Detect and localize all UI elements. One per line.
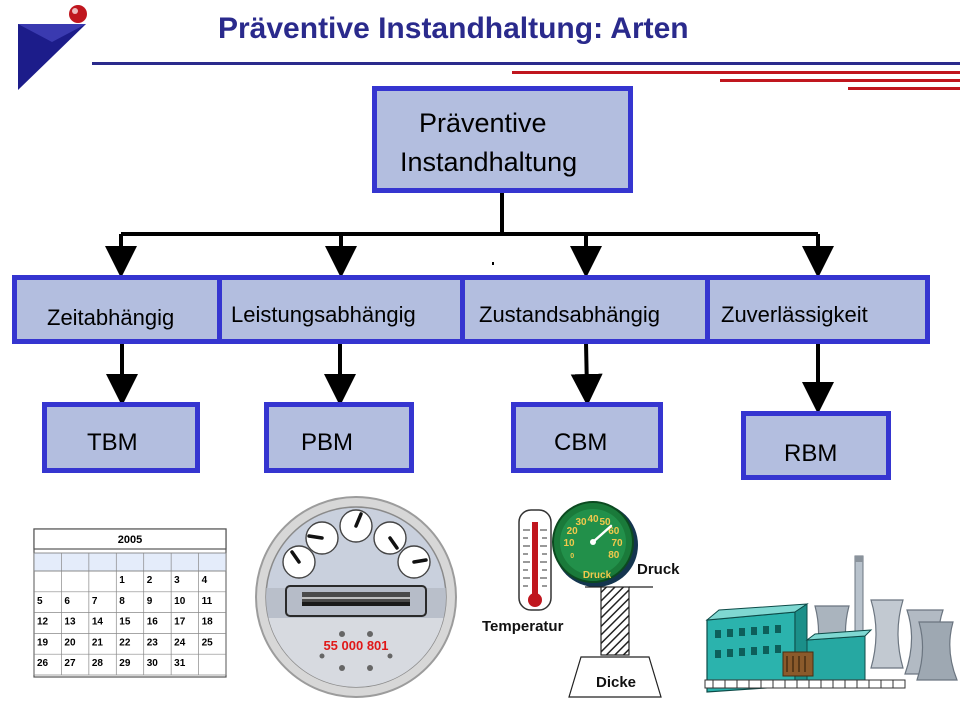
calendar-day: 26 — [37, 658, 49, 669]
pipe-thickness-illustration — [568, 586, 662, 698]
category-label-time-based: Zeitabhängig — [47, 305, 175, 330]
gauge-tick-label: 70 — [611, 538, 623, 549]
calendar-day: 2 — [147, 575, 153, 586]
category-label-condition-based: Zustandsabhängig — [479, 302, 661, 327]
calendar-day: 9 — [147, 596, 153, 607]
calendar-day: 18 — [202, 617, 214, 628]
calendar-day: 15 — [119, 617, 131, 628]
calendar-year: 2005 — [118, 534, 142, 546]
calendar-day: 24 — [174, 637, 186, 648]
temperature-label: Temperatur — [482, 618, 564, 635]
pressure-label: Druck — [637, 561, 680, 578]
gauge-tick-label: 50 — [599, 517, 611, 528]
calendar-day: 29 — [119, 658, 131, 669]
page-title: Präventive Instandhaltung: Arten — [218, 12, 689, 45]
pbm-label: PBM — [301, 429, 354, 456]
category-box-condition-based: Zustandsabhängig — [460, 275, 710, 344]
red-stripe-1 — [512, 71, 960, 74]
calendar-day: 3 — [174, 575, 180, 586]
calendar-day: 20 — [64, 637, 76, 648]
calendar-day: 14 — [92, 617, 104, 628]
calendar-day: 6 — [64, 596, 70, 607]
tbm-label: TBM — [87, 429, 138, 456]
calendar-day: 31 — [174, 658, 186, 669]
rbm-box: RBM — [741, 411, 891, 480]
calendar-day: 19 — [37, 637, 49, 648]
gauge-label: Druck — [583, 570, 612, 581]
calendar-day: 22 — [119, 637, 131, 648]
calendar-day: 13 — [64, 617, 76, 628]
calendar-day: 11 — [202, 596, 213, 607]
gauge-tick-label: 10 — [563, 538, 575, 549]
calendar-day: 7 — [92, 596, 98, 607]
thickness-label: Dicke — [596, 674, 637, 691]
calendar-day: 8 — [119, 596, 125, 607]
category-box-reliability-based: Zuverlässigkeit — [705, 275, 930, 344]
gauge-tick-label: 20 — [567, 526, 579, 537]
calendar-day: 1 — [119, 575, 125, 586]
calendar-day: 23 — [147, 637, 159, 648]
calendar-day: 16 — [147, 617, 159, 628]
red-stripe-2 — [720, 79, 960, 82]
power-plant-illustration — [704, 555, 958, 693]
root-node-box: Präventive Instandhaltung — [372, 86, 633, 193]
red-stripe-3 — [848, 87, 960, 90]
gauge-tick-label: 80 — [608, 550, 620, 561]
pbm-box: PBM — [264, 402, 414, 473]
logo-icon — [18, 5, 87, 90]
electricity-meter-illustration: 55 000 801 — [255, 496, 457, 698]
gauge-tick-label: 60 — [608, 526, 620, 537]
root-node-line1: Präventive — [419, 108, 547, 138]
gauge-tick-label: 0 — [570, 553, 574, 560]
rbm-label: RBM — [784, 440, 838, 467]
meter-reading: 55 000 801 — [323, 638, 388, 653]
title-underline — [92, 62, 960, 65]
category-label-reliability-based: Zuverlässigkeit — [721, 302, 868, 327]
calendar-day: 12 — [37, 617, 49, 628]
root-node-line2: Instandhaltung — [400, 147, 578, 177]
calendar-day: 25 — [202, 637, 214, 648]
category-box-performance-based: Leistungsabhängig — [217, 275, 465, 344]
cbm-label: CBM — [554, 429, 608, 456]
calendar-day: 10 — [174, 596, 186, 607]
gauge-tick-label: 30 — [575, 517, 587, 528]
cbm-box: CBM — [511, 402, 663, 473]
calendar-day: 27 — [64, 658, 76, 669]
thermometer-icon — [518, 509, 552, 611]
gauge-tick-label: 40 — [587, 514, 599, 525]
calendar-day: 5 — [37, 596, 43, 607]
tbm-box: TBM — [42, 402, 200, 473]
calendar-day: 21 — [92, 637, 104, 648]
category-box-time-based: Zeitabhängig — [12, 275, 222, 344]
calendar-day: 4 — [202, 575, 208, 586]
calendar-day: 30 — [147, 658, 159, 669]
calendar-day: 17 — [174, 617, 186, 628]
calendar-day: 28 — [92, 658, 104, 669]
category-label-performance-based: Leistungsabhängig — [231, 302, 416, 327]
